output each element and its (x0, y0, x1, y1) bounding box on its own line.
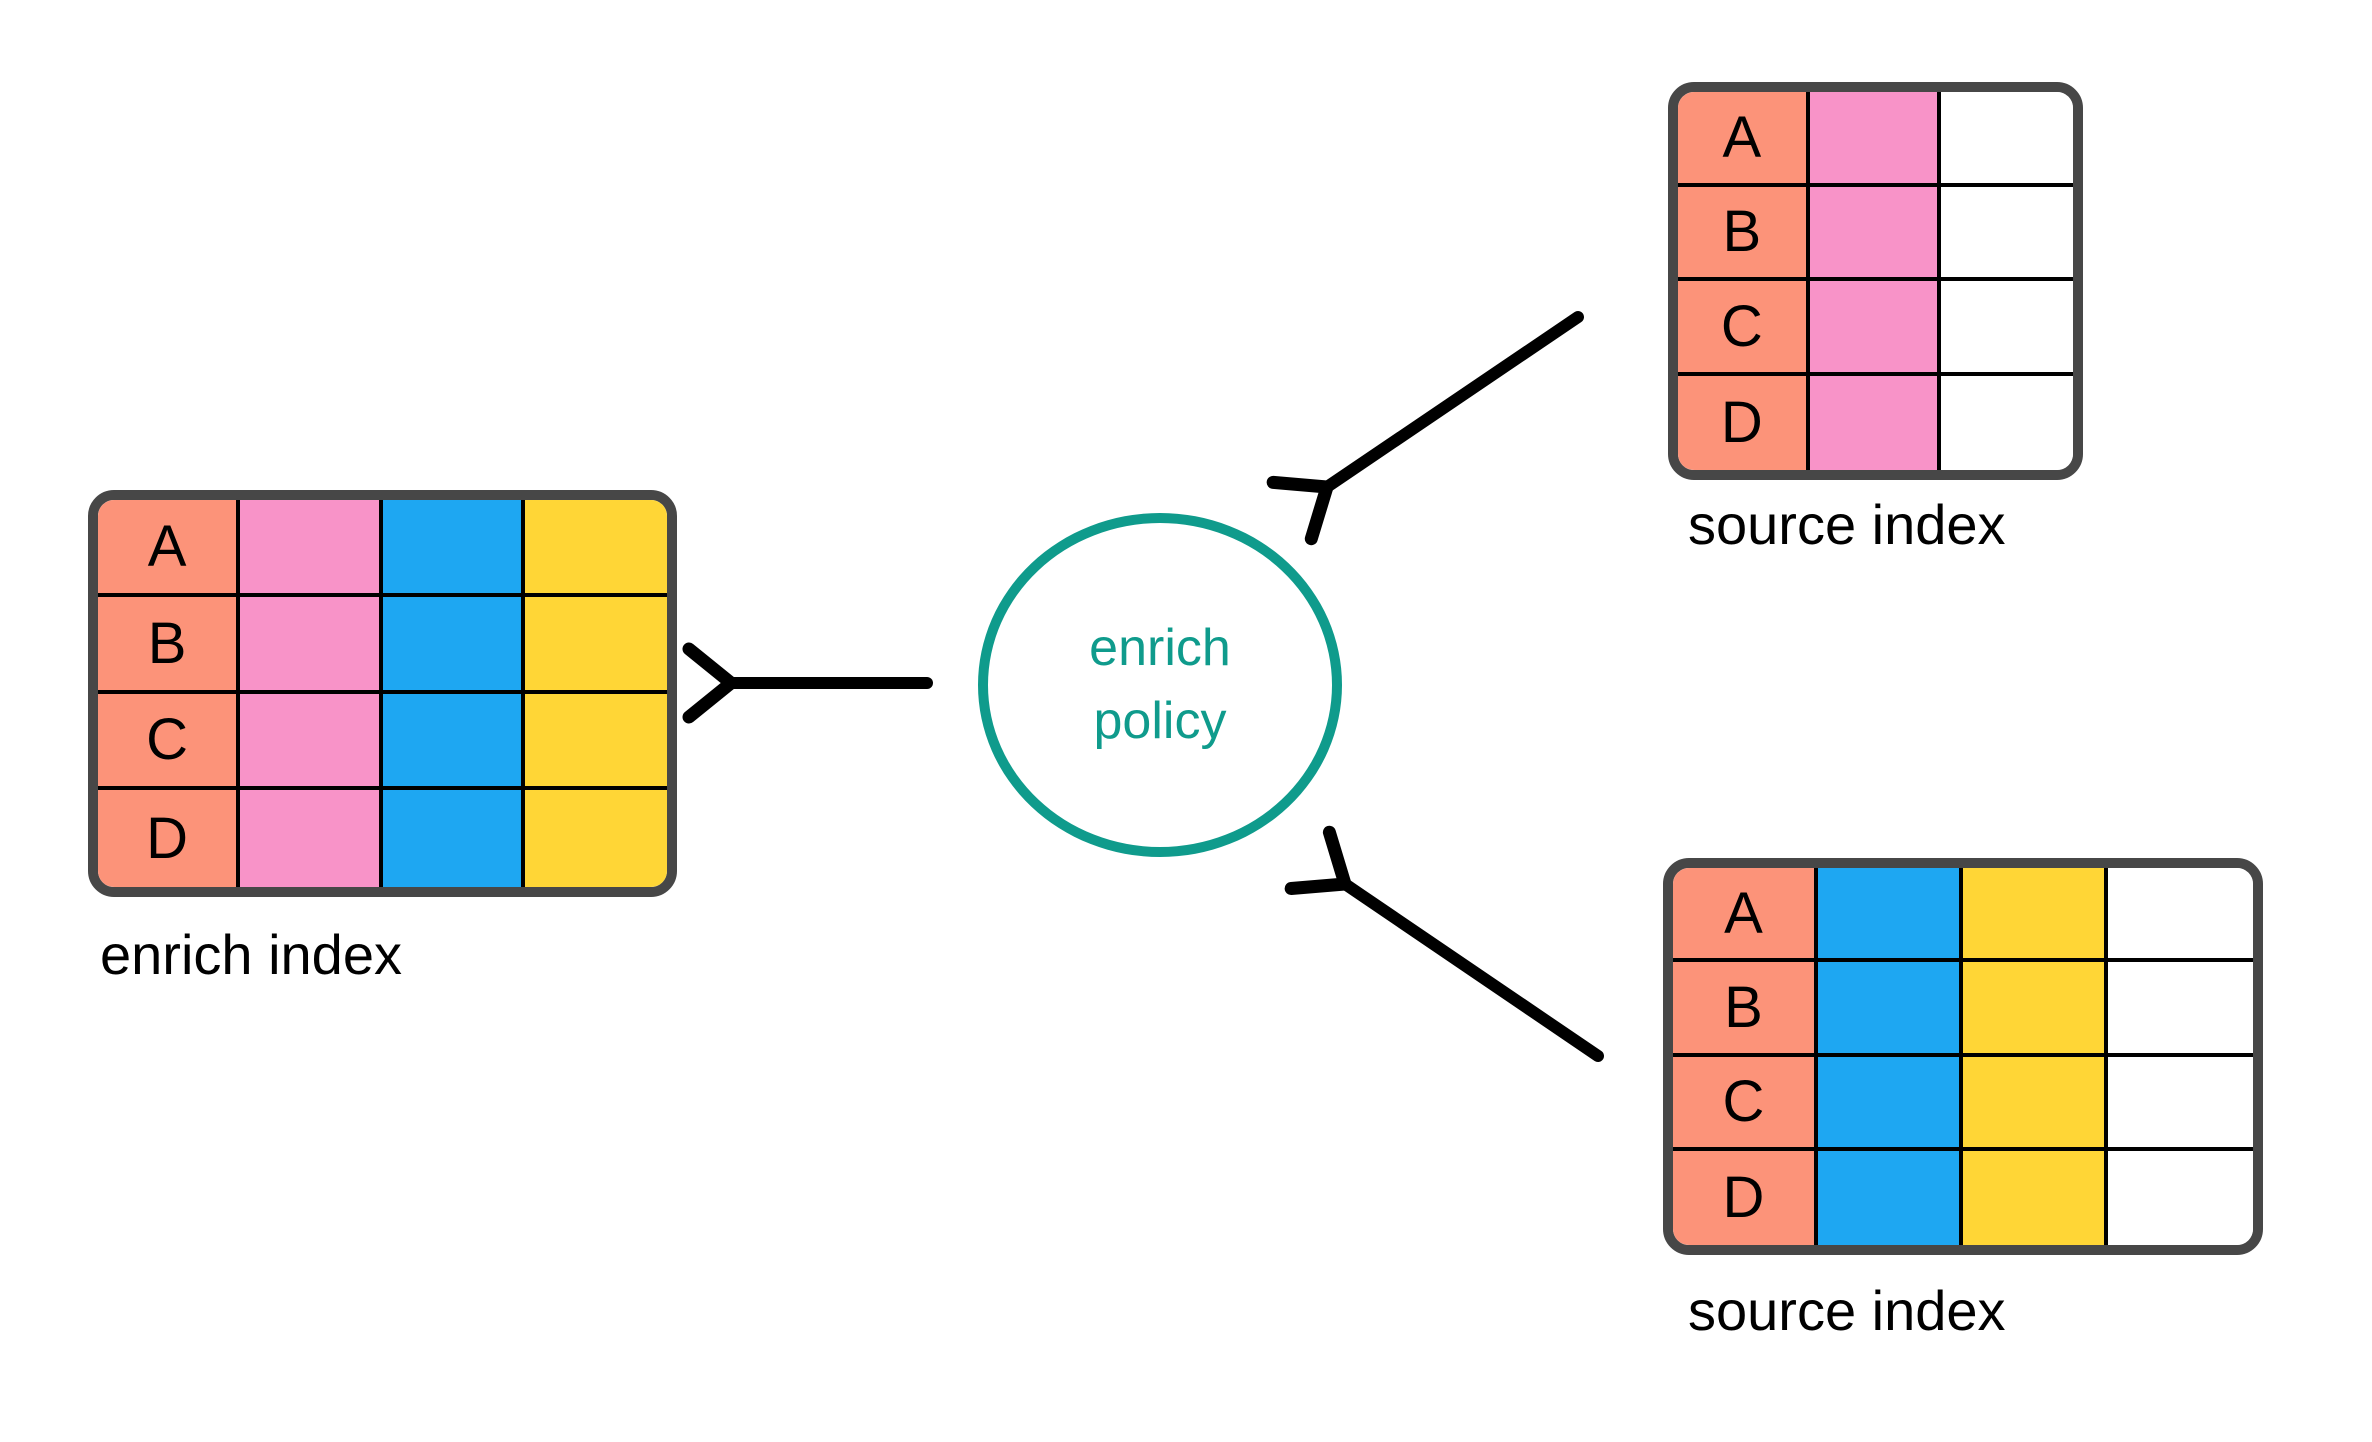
table-cell-enrich-index-B-blue (382, 596, 525, 694)
table-cell-enrich-index-D-yellow (524, 790, 667, 887)
table-cell-source-index-bottom-B-blue (1818, 962, 1963, 1057)
table-cell-enrich-index-C-pink (240, 693, 383, 791)
table-cell-source-index-top-C-salmon: C (1678, 281, 1810, 376)
table-cell-source-index-top-B-white (1941, 186, 2073, 281)
table-cell-source-index-bottom-B-salmon: B (1673, 962, 1818, 1057)
table-cell-source-index-top-D-salmon: D (1678, 375, 1810, 470)
enrich-policy-text-line1: enrich (1089, 619, 1231, 678)
table-cell-source-index-bottom-C-white (2108, 1056, 2253, 1151)
table-cell-source-index-bottom-C-yellow (1963, 1056, 2108, 1151)
table-cell-enrich-index-D-pink (240, 790, 383, 887)
table-cell-enrich-index-C-yellow (524, 693, 667, 791)
table-cell-source-index-bottom-C-blue (1818, 1056, 1963, 1151)
table-cell-source-index-bottom-A-salmon: A (1673, 868, 1818, 963)
table-cell-source-index-bottom-A-blue (1818, 868, 1963, 963)
table-cell-enrich-index-D-blue (382, 790, 525, 887)
table-cell-source-index-bottom-A-white (2108, 868, 2253, 963)
table-cell-enrich-index-B-yellow (524, 596, 667, 694)
table-cell-source-index-bottom-D-yellow (1963, 1150, 2108, 1245)
arrow-source-top-to-policy (1266, 311, 1584, 546)
table-cell-source-index-bottom-B-yellow (1963, 962, 2108, 1057)
source-index-top-label: source index (1688, 493, 2006, 556)
table-cell-source-index-top-D-pink (1809, 375, 1942, 470)
table-cell-source-index-bottom-A-yellow (1963, 868, 2108, 963)
table-cell-enrich-index-A-pink (240, 500, 383, 597)
table-cell-source-index-bottom-D-white (2108, 1150, 2253, 1245)
table-cell-enrich-index-B-pink (240, 596, 383, 694)
enrich-policy-circle: enrich policy (978, 513, 1342, 857)
table-cell-source-index-top-D-white (1941, 375, 2073, 470)
table-cell-source-index-bottom-C-salmon: C (1673, 1056, 1818, 1151)
table-cell-source-index-bottom-D-salmon: D (1673, 1150, 1818, 1245)
enrich-policy-text-line2: policy (1093, 692, 1227, 750)
table-cell-enrich-index-C-blue (382, 693, 525, 791)
table-cell-enrich-index-A-salmon: A (98, 500, 241, 597)
table-cell-source-index-top-B-pink (1809, 186, 1942, 281)
table-cell-source-index-top-C-white (1941, 281, 2073, 376)
table-cell-source-index-top-C-pink (1809, 281, 1942, 376)
table-cell-enrich-index-A-yellow (524, 500, 667, 597)
table-cell-enrich-index-D-salmon: D (98, 790, 241, 887)
table-cell-enrich-index-B-salmon: B (98, 596, 241, 694)
enrich-index-label: enrich index (100, 923, 402, 986)
arrow-source-bottom-to-policy (1284, 825, 1604, 1062)
table-cell-enrich-index-A-blue (382, 500, 525, 597)
table-cell-source-index-top-A-pink (1809, 92, 1942, 187)
table-cell-source-index-top-B-salmon: B (1678, 186, 1810, 281)
table-cell-source-index-bottom-D-blue (1818, 1150, 1963, 1245)
table-cell-source-index-bottom-B-white (2108, 962, 2253, 1057)
table-cell-enrich-index-C-salmon: C (98, 693, 241, 791)
table-cell-source-index-top-A-white (1941, 92, 2073, 187)
source-index-bottom-label: source index (1688, 1279, 2006, 1342)
table-cell-source-index-top-A-salmon: A (1678, 92, 1810, 187)
